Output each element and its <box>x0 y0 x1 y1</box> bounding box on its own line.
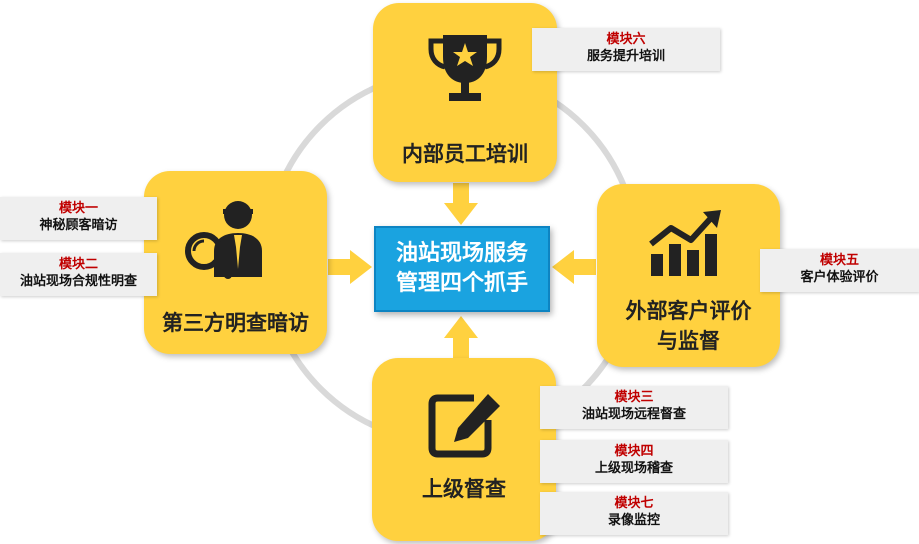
card-customer-evaluation: 外部客户评价 与监督 <box>597 184 780 367</box>
arrow-right-icon <box>328 250 372 284</box>
card-title: 内部员工培训 <box>402 142 528 166</box>
module-label-5: 模块五 客户体验评价 <box>760 249 919 292</box>
arrow-up-icon <box>444 316 478 358</box>
module-number: 模块三 <box>614 390 654 405</box>
card-internal-training: 内部员工培训 <box>373 3 557 182</box>
card-third-party-inspection: 第三方明查暗访 <box>144 171 327 354</box>
center-box: 油站现场服务 管理四个抓手 <box>374 226 550 312</box>
module-number: 模块二 <box>58 257 98 272</box>
inspector-icon <box>185 201 262 279</box>
arrow-left-icon <box>552 250 596 284</box>
growth-chart-icon <box>649 210 721 276</box>
card-title: 第三方明查暗访 <box>162 311 309 335</box>
card-title: 外部客户评价 与监督 <box>625 299 752 353</box>
module-number: 模块六 <box>606 32 646 47</box>
module-name: 服务提升培训 <box>586 49 665 64</box>
module-name: 神秘顾客暗访 <box>39 218 118 233</box>
module-label-7: 模块七 录像监控 <box>540 492 728 535</box>
module-label-4: 模块四 上级现场稽查 <box>540 440 728 483</box>
center-title: 油站现场服务 管理四个抓手 <box>395 241 528 296</box>
arrow-down-icon <box>444 183 478 225</box>
module-number: 模块一 <box>58 201 98 216</box>
module-label-1: 模块一 神秘顾客暗访 <box>0 197 157 240</box>
trophy-icon <box>428 35 502 101</box>
module-number: 模块七 <box>614 496 654 511</box>
module-number: 模块四 <box>614 444 654 459</box>
card-title: 上级督查 <box>422 477 506 501</box>
module-label-3: 模块三 油站现场远程督查 <box>540 386 728 429</box>
module-name: 上级现场稽查 <box>594 461 673 476</box>
module-name: 油站现场合规性明查 <box>19 274 137 289</box>
module-label-6: 模块六 服务提升培训 <box>532 28 720 71</box>
module-name: 油站现场远程督查 <box>581 407 686 422</box>
module-name: 录像监控 <box>607 513 660 528</box>
module-number: 模块五 <box>819 253 859 268</box>
module-name: 客户体验评价 <box>800 270 879 285</box>
edit-icon <box>428 394 500 458</box>
card-superior-supervision: 上级督查 <box>372 358 556 541</box>
module-label-2: 模块二 油站现场合规性明查 <box>0 253 157 296</box>
